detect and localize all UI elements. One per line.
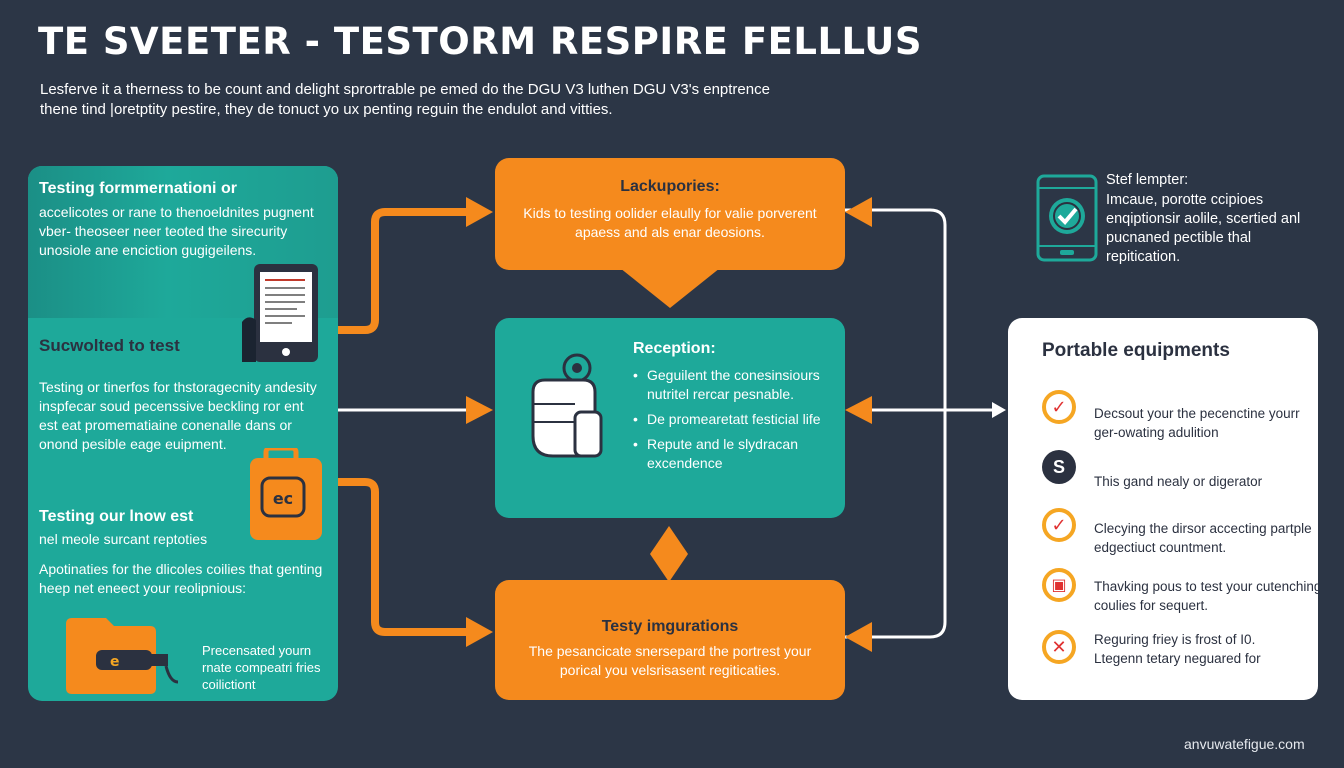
- left-low-text: Apotinaties for the dlicoles coilies tha…: [39, 561, 323, 596]
- top-right-text: Imcaue, porotte ccipioes enqiptionsir ao…: [1106, 192, 1301, 265]
- portable-heading: Portable equipments: [1042, 340, 1230, 361]
- list-item: Geguilent the conesinsiours nutritel rer…: [633, 366, 838, 404]
- phone-check-icon: [1036, 174, 1098, 262]
- equipment-item-text: Decsout your the pecenctine yourr ger-ow…: [1094, 405, 1300, 440]
- page-title: TE SVEETER - TESTORM RESPIRE FELLLUS: [38, 20, 922, 63]
- center-mid-list: Geguilent the conesinsiours nutritel rer…: [633, 366, 838, 479]
- portable-equipments-panel: Portable equipments ✓ Decsout your the p…: [1008, 318, 1318, 700]
- svg-text:e: e: [110, 654, 120, 670]
- center-top-heading: Lackupories:: [620, 178, 720, 195]
- equipment-item-text: Reguring friey is frost of I0. Ltegenn t…: [1094, 631, 1261, 666]
- check-icon: ✓: [1042, 508, 1076, 542]
- center-bottom-text: The pesancicate snersepard the portrest …: [528, 643, 812, 678]
- x-icon: ✕: [1042, 630, 1076, 664]
- top-right-heading: Stef lempter:: [1106, 172, 1189, 188]
- fist-icon: [525, 352, 605, 464]
- center-bottom-heading: Testy imgurations: [601, 618, 739, 635]
- left-top-text: accelicotes or rane to thenoeldnites pug…: [39, 204, 314, 258]
- save-icon: ▣: [1042, 568, 1076, 602]
- list-item: Repute and le slydracan excendence: [633, 435, 838, 473]
- left-low-heading: Testing our lnow est: [39, 508, 194, 525]
- svg-text:ec: ec: [273, 489, 293, 508]
- center-mid-heading: Reception:: [633, 340, 716, 357]
- center-mid-box: Reception: Geguilent the conesinsiours n…: [495, 318, 845, 518]
- robot-bag-icon: ec: [244, 445, 326, 540]
- left-mid-heading: Sucwolted to test: [39, 336, 180, 355]
- footer-credit: anvuwatefigue.com: [1184, 736, 1305, 752]
- page-subtitle: Lesferve it a therness to be count and d…: [40, 81, 770, 118]
- tablet-icon: [242, 264, 318, 362]
- left-low-sub: nel meole surcant reptoties: [39, 531, 208, 547]
- center-bottom-box: Testy imgurations The pesancicate snerse…: [495, 580, 845, 700]
- left-mid-text: Testing or tinerfos for thstoragecnity a…: [39, 379, 317, 452]
- left-top-heading: Testing formmernationi or: [39, 180, 237, 197]
- folder-usb-icon: e: [66, 616, 186, 696]
- center-top-text: Kids to testing oolider elaully for vali…: [523, 205, 817, 240]
- equipment-item-text: Thavking pous to test your cutenching co…: [1094, 578, 1318, 613]
- s-icon: S: [1042, 450, 1076, 484]
- left-bottom-text: Precensated yourn rnate compeatri fries …: [202, 643, 321, 692]
- center-top-box: Lackupories: Kids to testing oolider ela…: [495, 158, 845, 270]
- check-icon: ✓: [1042, 390, 1076, 424]
- list-item: De promearetatt festicial life: [633, 410, 838, 429]
- equipment-item-text: Clecying the dirsor accecting partple ed…: [1094, 520, 1312, 555]
- left-info-panel: Testing formmernationi or accelicotes or…: [28, 166, 338, 701]
- equipment-item-text: This gand nealy or digerator: [1094, 473, 1263, 489]
